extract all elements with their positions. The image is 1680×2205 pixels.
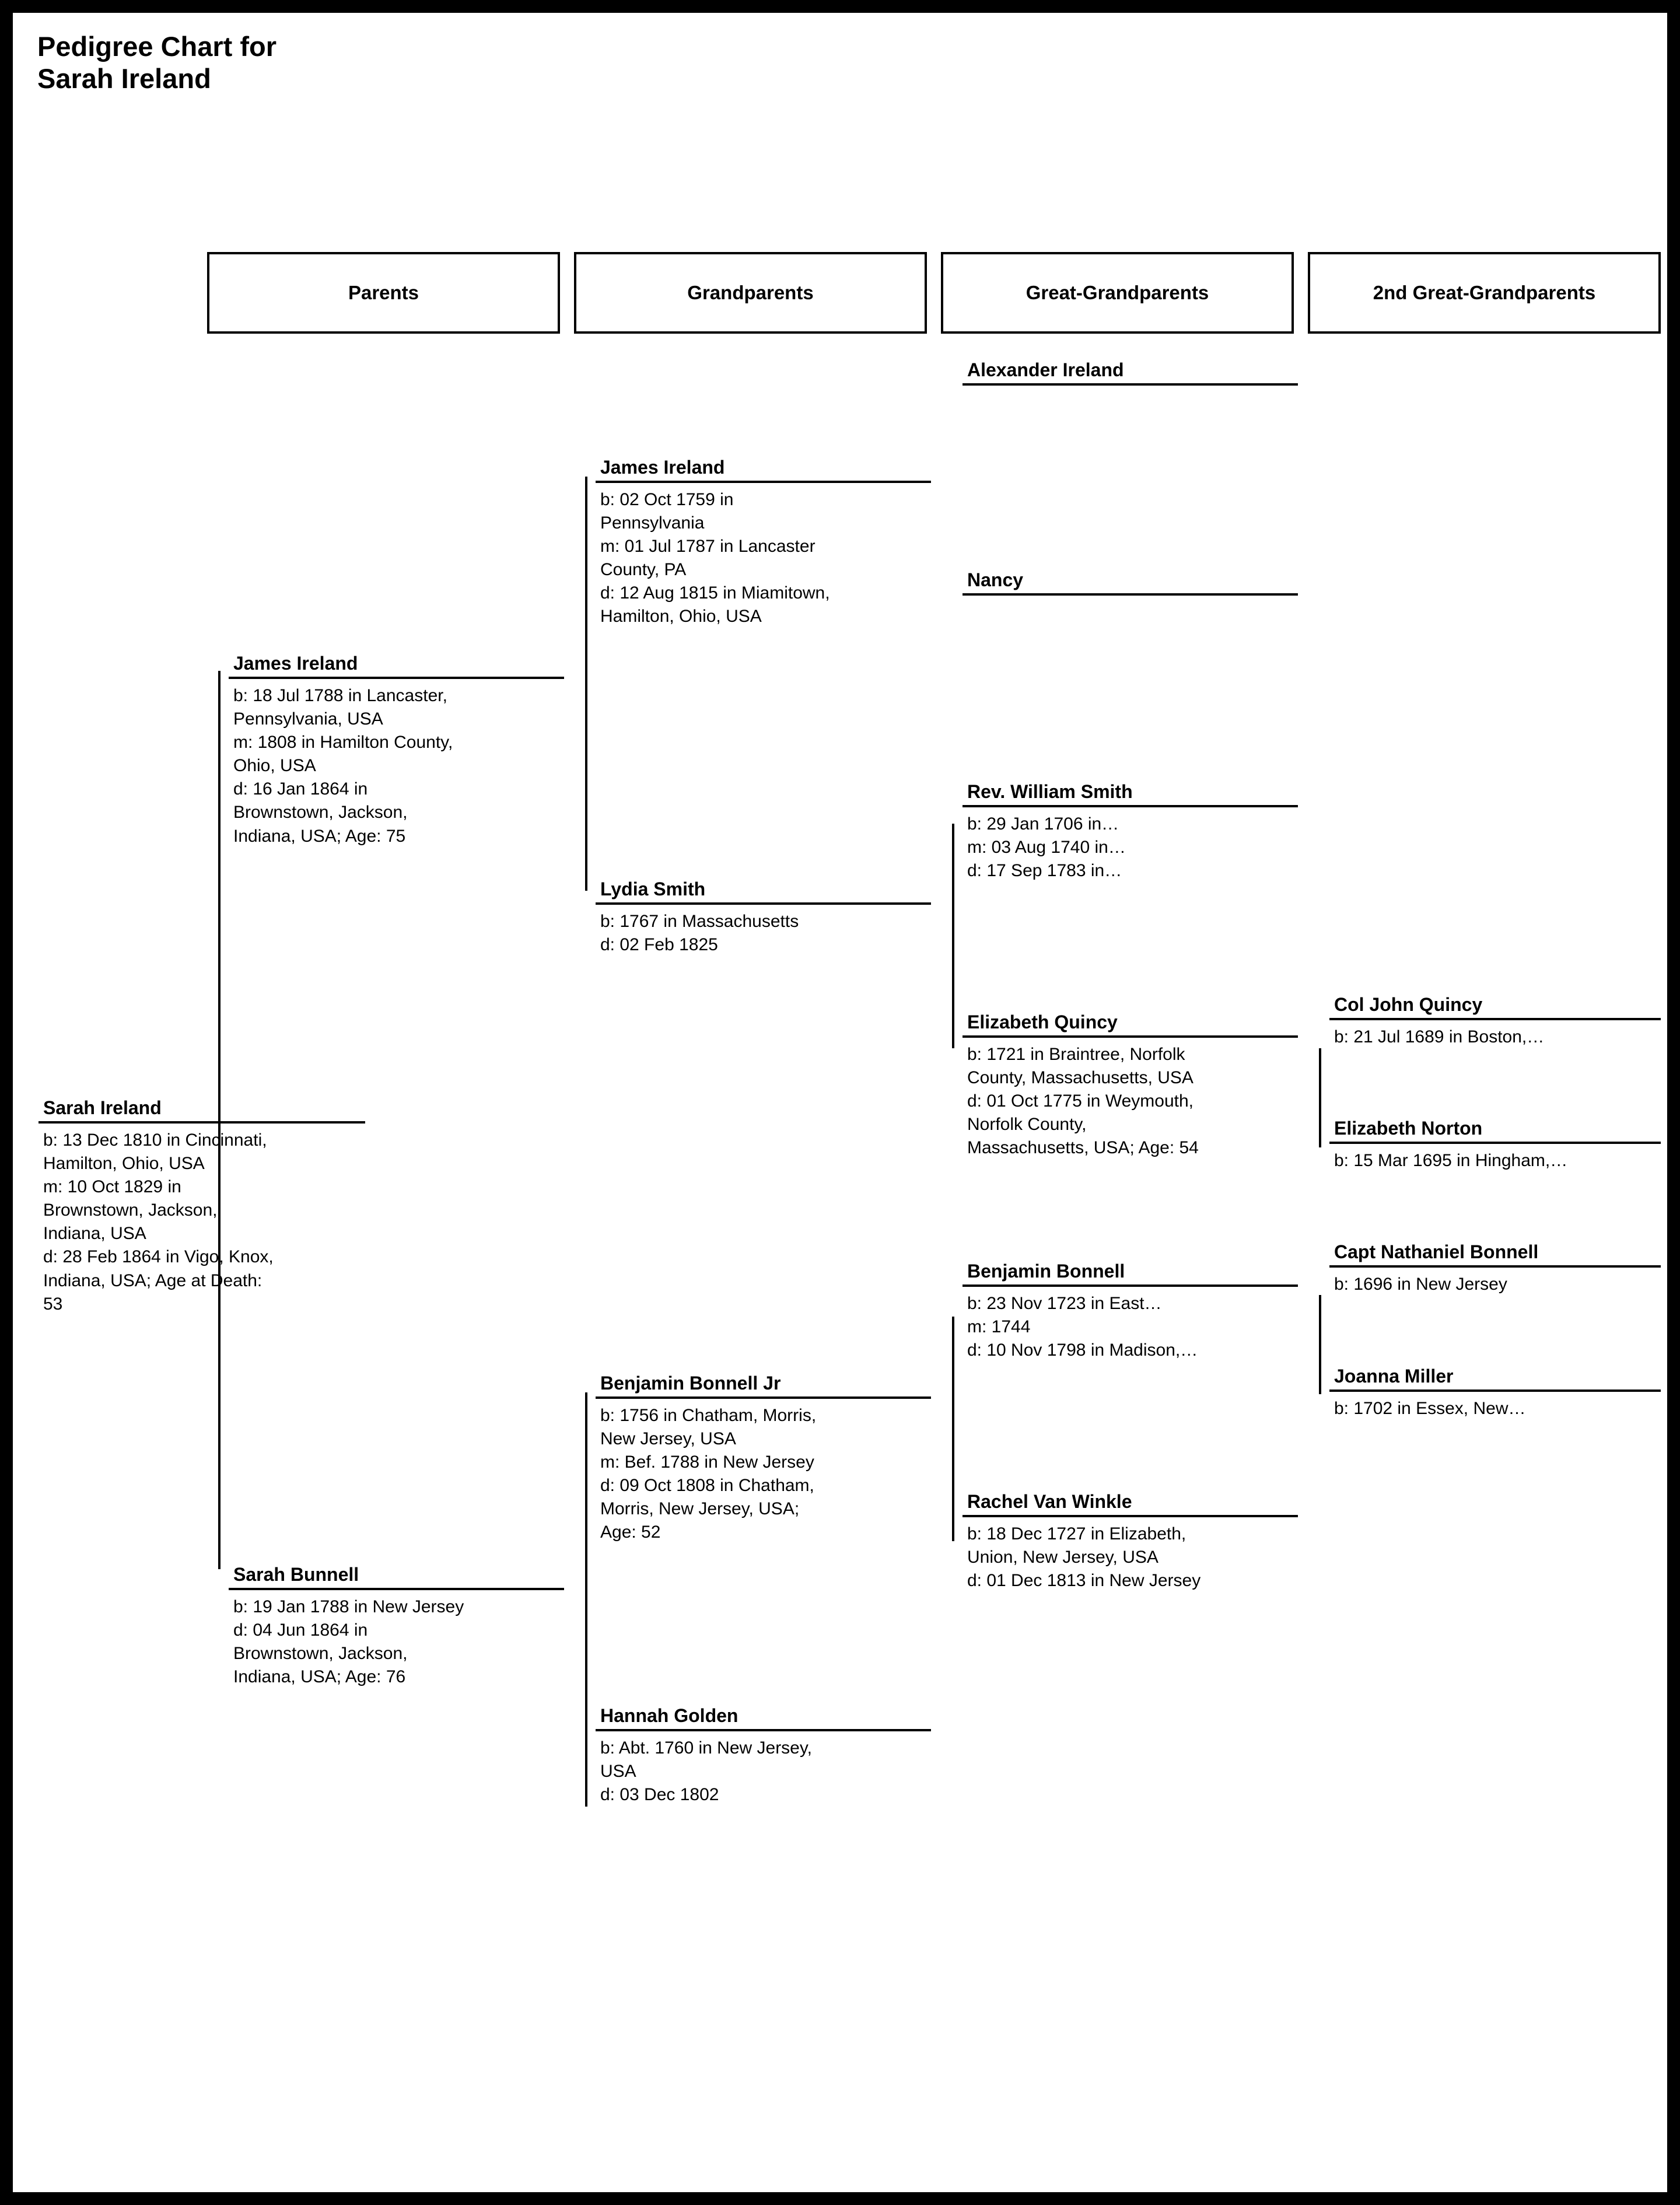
column-header-2nd-great-grandparents: 2nd Great-Grandparents [1308, 252, 1661, 334]
column-header-label: Parents [348, 282, 419, 303]
person-details: b: 23 Nov 1723 in East… m: 1744 d: 10 No… [967, 1293, 1198, 1360]
person-details: b: 29 Jan 1706 in… m: 03 Aug 1740 in… d:… [967, 814, 1126, 880]
person-name: Sarah Ireland [43, 1097, 162, 1118]
column-header-label: 2nd Great-Grandparents [1373, 282, 1596, 303]
person-name: Rev. William Smith [967, 781, 1133, 802]
person-alexander-ireland[interactable]: Alexander Ireland [963, 360, 1298, 391]
person-details: b: 1702 in Essex, New… [1334, 1398, 1526, 1418]
connector-bonnell-2ndgg [1319, 1295, 1321, 1394]
person-rachel-van-winkle[interactable]: Rachel Van Winkle b: 18 Dec 1727 in Eliz… [963, 1492, 1298, 1592]
person-name: Lydia Smith [600, 878, 706, 900]
person-name-rule [963, 593, 1298, 596]
person-name-rule [963, 383, 1298, 386]
person-col-john-quincy[interactable]: Col John Quincy b: 21 Jul 1689 in Boston… [1329, 995, 1661, 1049]
person-name: James Ireland [233, 653, 358, 674]
person-elizabeth-quincy[interactable]: Elizabeth Quincy b: 1721 in Braintree, N… [963, 1012, 1298, 1160]
person-sarah-ireland[interactable]: Sarah Ireland b: 13 Dec 1810 in Cincinna… [38, 1098, 365, 1316]
connector-grandfather-ggparents [952, 1317, 954, 1541]
column-header-great-grandparents: Great-Grandparents [941, 252, 1294, 334]
person-name-rule [596, 902, 931, 905]
person-name-rule [1329, 1017, 1661, 1020]
person-name: Elizabeth Norton [1334, 1118, 1483, 1139]
person-joanna-miller[interactable]: Joanna Miller b: 1702 in Essex, New… [1329, 1366, 1661, 1420]
person-name: Capt Nathaniel Bonnell [1334, 1241, 1539, 1262]
person-name-rule [596, 480, 931, 483]
page-title: Pedigree Chart for Sarah Ireland [37, 30, 854, 95]
person-name-rule [963, 1514, 1298, 1517]
person-name-rule [1329, 1389, 1661, 1392]
person-details [963, 596, 1298, 601]
person-sarah-bunnell-mother[interactable]: Sarah Bunnell b: 19 Jan 1788 in New Jers… [229, 1564, 564, 1689]
person-details: b: 15 Mar 1695 in Hingham,… [1334, 1150, 1568, 1170]
connector-grandmother-ggparents [952, 824, 954, 1048]
person-details: b: 18 Dec 1727 in Elizabeth, Union, New … [967, 1524, 1201, 1590]
person-name-rule [1329, 1141, 1661, 1144]
person-name-rule [963, 1284, 1298, 1287]
person-name: Alexander Ireland [967, 359, 1124, 380]
person-james-ireland-grandfather[interactable]: James Ireland b: 02 Oct 1759 in Pennsylv… [596, 457, 931, 629]
person-name: Benjamin Bonnell [967, 1261, 1125, 1282]
column-header-label: Great-Grandparents [1026, 282, 1209, 303]
person-name-rule [38, 1121, 365, 1124]
person-elizabeth-norton[interactable]: Elizabeth Norton b: 15 Mar 1695 in Hingh… [1329, 1118, 1661, 1172]
person-name-rule [229, 676, 564, 679]
person-details: b: 21 Jul 1689 in Boston,… [1334, 1027, 1545, 1046]
column-header-parents: Parents [207, 252, 560, 334]
connector-mother-grandmother [585, 1392, 587, 1807]
person-name: James Ireland [600, 457, 725, 478]
person-name-rule [596, 1396, 931, 1399]
person-hannah-golden-grandmother[interactable]: Hannah Golden b: Abt. 1760 in New Jersey… [596, 1706, 931, 1807]
person-details: b: 1756 in Chatham, Morris, New Jersey, … [600, 1405, 817, 1542]
person-capt-nathaniel-bonnell[interactable]: Capt Nathaniel Bonnell b: 1696 in New Je… [1329, 1242, 1661, 1296]
person-name: Elizabeth Quincy [967, 1012, 1118, 1032]
person-james-ireland-father[interactable]: James Ireland b: 18 Jul 1788 in Lancaste… [229, 653, 564, 848]
connector-root-father [218, 671, 220, 1120]
page-title-line1: Pedigree Chart for [37, 31, 277, 62]
person-name: Hannah Golden [600, 1705, 738, 1726]
column-header-label: Grandparents [687, 282, 814, 303]
person-name: Rachel Van Winkle [967, 1491, 1132, 1512]
person-lydia-smith-grandmother[interactable]: Lydia Smith b: 1767 in Massachusetts d: … [596, 879, 931, 957]
person-details: b: 18 Jul 1788 in Lancaster, Pennsylvani… [233, 685, 453, 846]
person-name-rule [229, 1587, 564, 1590]
person-name: Joanna Miller [1334, 1366, 1454, 1387]
person-rev-william-smith[interactable]: Rev. William Smith b: 29 Jan 1706 in… m:… [963, 782, 1298, 883]
person-benjamin-bonnell-jr-grandfather[interactable]: Benjamin Bonnell Jr b: 1756 in Chatham, … [596, 1373, 931, 1545]
column-header-grandparents: Grandparents [574, 252, 927, 334]
person-details: b: Abt. 1760 in New Jersey, USA d: 03 De… [600, 1738, 812, 1804]
person-benjamin-bonnell[interactable]: Benjamin Bonnell b: 23 Nov 1723 in East…… [963, 1261, 1298, 1362]
person-nancy[interactable]: Nancy [963, 570, 1298, 601]
person-details: b: 19 Jan 1788 in New Jersey d: 04 Jun 1… [233, 1597, 464, 1687]
person-name-rule [963, 804, 1298, 807]
connector-quincy-2ndgg [1319, 1048, 1321, 1147]
person-name-rule [963, 1035, 1298, 1038]
person-details [963, 386, 1298, 391]
person-name: Col John Quincy [1334, 994, 1483, 1015]
person-name: Sarah Bunnell [233, 1564, 359, 1585]
person-name: Nancy [967, 569, 1024, 590]
page-title-line2: Sarah Ireland [37, 63, 211, 94]
person-name: Benjamin Bonnell Jr [600, 1373, 781, 1394]
person-name-rule [596, 1728, 931, 1731]
person-details: b: 1767 in Massachusetts d: 02 Feb 1825 [600, 911, 799, 954]
chart-canvas: Pedigree Chart for Sarah Ireland Parents… [13, 13, 1667, 2192]
person-details: b: 1721 in Braintree, Norfolk County, Ma… [967, 1044, 1199, 1158]
person-details: b: 13 Dec 1810 in Cincinnati, Hamilton, … [43, 1130, 274, 1314]
connector-father-grandfather [585, 477, 587, 891]
person-details: b: 02 Oct 1759 in Pennsylvania m: 01 Jul… [600, 489, 830, 626]
person-name-rule [1329, 1265, 1661, 1268]
person-details: b: 1696 in New Jersey [1334, 1274, 1507, 1294]
connector-root-mother [218, 1120, 220, 1569]
